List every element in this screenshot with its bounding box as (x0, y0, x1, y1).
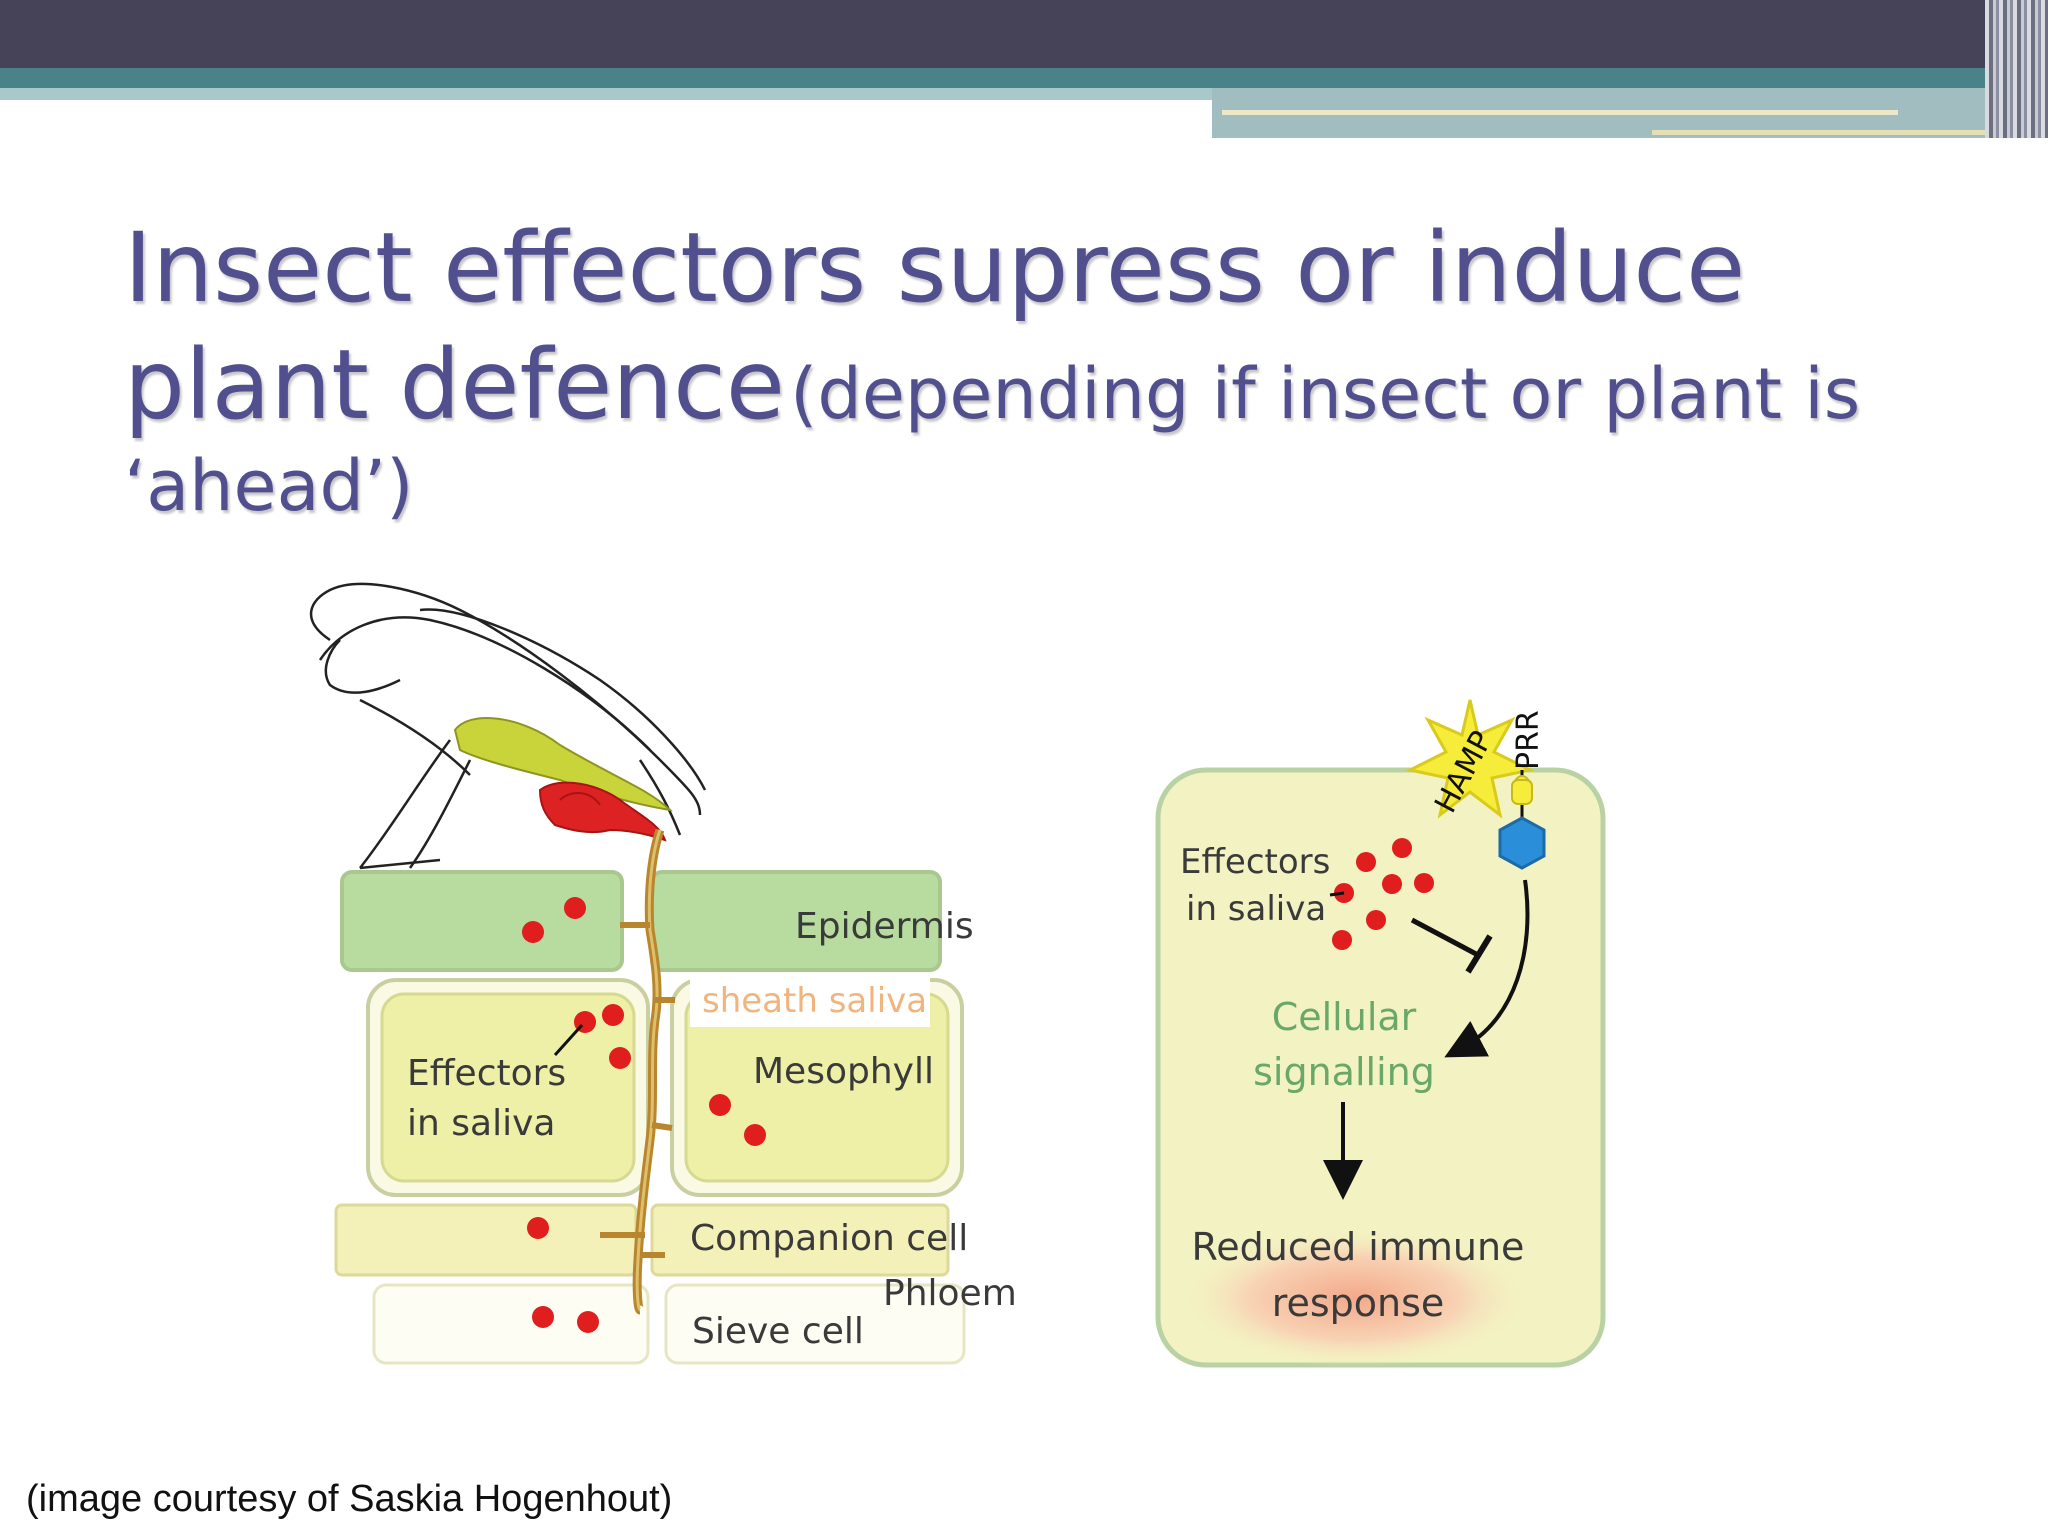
activation-arrow (1444, 879, 1530, 1058)
effector-dot (577, 1311, 599, 1333)
title-line-3: ‘ahead’) (124, 445, 414, 528)
inhibition-bar (1465, 934, 1493, 974)
effector-dot (602, 1004, 624, 1026)
header-band-teal (0, 68, 2048, 90)
salivary-gland-yellow (453, 717, 673, 812)
label-reduced-immune: Reduced immune (1192, 1225, 1525, 1269)
companion-cell-right (650, 1203, 950, 1277)
effector-dot (709, 1094, 731, 1116)
sheath-label-bg (690, 975, 930, 1027)
slide-title: Insect effectors supress or induce plant… (124, 210, 1924, 530)
label-effectors-right-line1: Effectors (1180, 842, 1330, 882)
header-bar (0, 0, 2048, 68)
inhibition-arrow (1410, 917, 1480, 958)
mesophyll-cell-left (380, 992, 636, 1183)
stylet-branches (600, 922, 675, 1258)
insect-head (309, 582, 707, 870)
effector-dot (1392, 838, 1412, 858)
epidermis-cell-left (340, 870, 624, 972)
receptor-hexagon-icon (1498, 816, 1546, 870)
header-band-light (0, 88, 1212, 100)
effector-dot (564, 897, 586, 919)
stylet-highlight (635, 829, 662, 1312)
right-diagram: HAMP PRR Effectors in saliva Cellular si (1155, 699, 1606, 1368)
label-sheath-saliva: sheath saliva (702, 981, 927, 1021)
sieve-cell-right (664, 1283, 966, 1365)
image-credit: (image courtesy of Saskia Hogenhout) (26, 1478, 673, 1520)
effector-dot (1382, 874, 1402, 894)
effector-dot (527, 1217, 549, 1239)
header-stripes (1985, 0, 2048, 138)
title-line-1: Insect effectors supress or induce (124, 212, 1746, 324)
salivary-gland-red (538, 781, 667, 842)
response-burst (1180, 1228, 1530, 1368)
sieve-cell-left (372, 1283, 650, 1365)
effector-dot (1366, 910, 1386, 930)
header-accent-line-2 (1652, 130, 2032, 135)
effector-pointer (553, 1023, 584, 1057)
label-epidermis: Epidermis (795, 906, 974, 947)
effector-dot (532, 1306, 554, 1328)
effector-dots-left (522, 897, 766, 1333)
prr-segment-2 (1511, 779, 1533, 805)
companion-cell-left (334, 1203, 638, 1277)
effector-dots-right (1332, 838, 1434, 950)
label-sieve-cell: Sieve cell (692, 1311, 864, 1352)
title-line-2: plant defence (depending if insect or pl… (124, 327, 1924, 444)
label-signalling: signalling (1253, 1050, 1435, 1094)
label-effectors-line2: in saliva (407, 1103, 555, 1144)
hamp-star-icon (1405, 699, 1535, 819)
label-cellular: Cellular (1272, 995, 1417, 1039)
title-line-2-main: plant defence (124, 329, 785, 442)
label-companion-cell: Companion cell (690, 1218, 968, 1259)
effector-dot (1356, 852, 1376, 872)
effector-dot (744, 1124, 766, 1146)
effector-dot (1332, 930, 1352, 950)
label-phloem: Phloem (883, 1273, 1017, 1314)
title-line-2-paren: (depending if insect or plant is (790, 353, 1861, 436)
effector-dot (1414, 873, 1434, 893)
effector-dot (522, 921, 544, 943)
effector-dot (609, 1047, 631, 1069)
label-effectors-line1: Effectors (407, 1053, 566, 1094)
label-prr: PRR (1511, 710, 1546, 770)
label-response: response (1272, 1281, 1445, 1325)
effector-pointer-right (1329, 891, 1345, 897)
left-diagram: Epidermis sheath saliva Effectors in sal… (309, 582, 1017, 1365)
label-mesophyll: Mesophyll (753, 1051, 934, 1092)
label-effectors-right-line2: in saliva (1186, 889, 1326, 929)
header-accent-line (1222, 110, 1898, 115)
